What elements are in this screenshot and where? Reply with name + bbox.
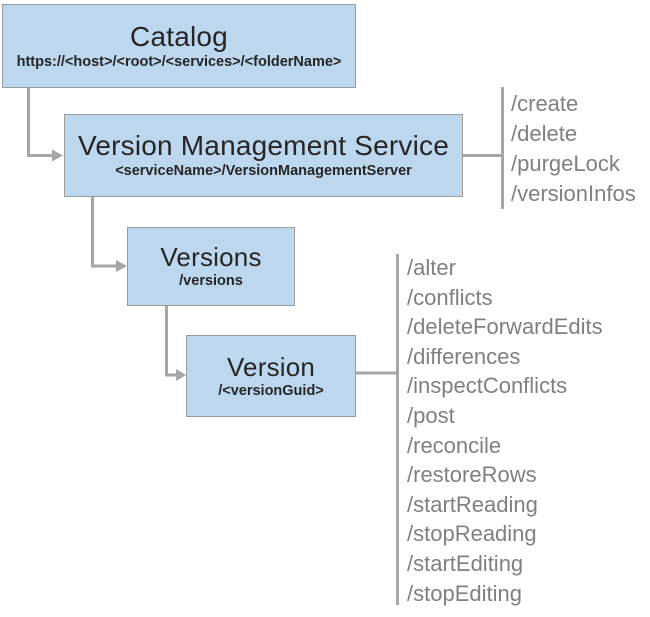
node-subtitle: /<versionGuid>: [218, 382, 324, 399]
operation-item: /differences: [407, 343, 521, 369]
operation-item: /create: [511, 91, 579, 116]
operation-item: /delete: [511, 121, 578, 146]
node-subtitle: https://<host>/<root>/<services>/<folder…: [16, 53, 342, 70]
operation-item: /versionInfos: [511, 181, 636, 206]
node-title: Version: [226, 351, 316, 382]
operation-item: /stopReading: [407, 521, 537, 547]
node-versions: Versions /versions: [127, 227, 295, 306]
arrowhead-versions: [116, 260, 127, 272]
operation-item: /restoreRows: [407, 462, 537, 488]
version-operations-list: /alter /conflicts /deleteForwardEdits /d…: [407, 253, 603, 608]
node-catalog: Catalog https://<host>/<root>/<services>…: [2, 4, 356, 88]
operation-item: /reconcile: [407, 432, 502, 458]
operation-item: /alter: [407, 255, 456, 280]
connector-catalog-to-vms: [27, 88, 52, 157]
arrowhead-vms: [52, 149, 63, 162]
node-version: Version /<versionGuid>: [186, 335, 356, 417]
connector-vms-to-versions: [91, 197, 116, 268]
arrowhead-version: [176, 369, 186, 381]
node-title: Versions: [160, 242, 262, 272]
operation-item: /startEditing: [407, 550, 524, 576]
vms-operations-list: /create /delete /purgeLock /versionInfos: [511, 89, 636, 209]
operation-item: /post: [407, 402, 455, 428]
node-title: Catalog: [130, 20, 228, 52]
node-subtitle: /versions: [179, 273, 243, 289]
operation-item: /inspectConflicts: [407, 373, 568, 399]
node-title: Version Management Service: [78, 130, 449, 161]
operation-item: /startReading: [407, 491, 538, 517]
operation-item: /purgeLock: [511, 151, 620, 176]
node-subtitle: <serviceName>/VersionManagementServer: [115, 163, 412, 179]
connector-versions-to-version: [165, 306, 176, 377]
operation-item: /deleteForwardEdits: [407, 314, 603, 340]
operation-item: /stopEditing: [407, 580, 522, 606]
node-version-management-service: Version Management Service <serviceName>…: [64, 114, 463, 197]
operation-item: /conflicts: [407, 284, 493, 310]
